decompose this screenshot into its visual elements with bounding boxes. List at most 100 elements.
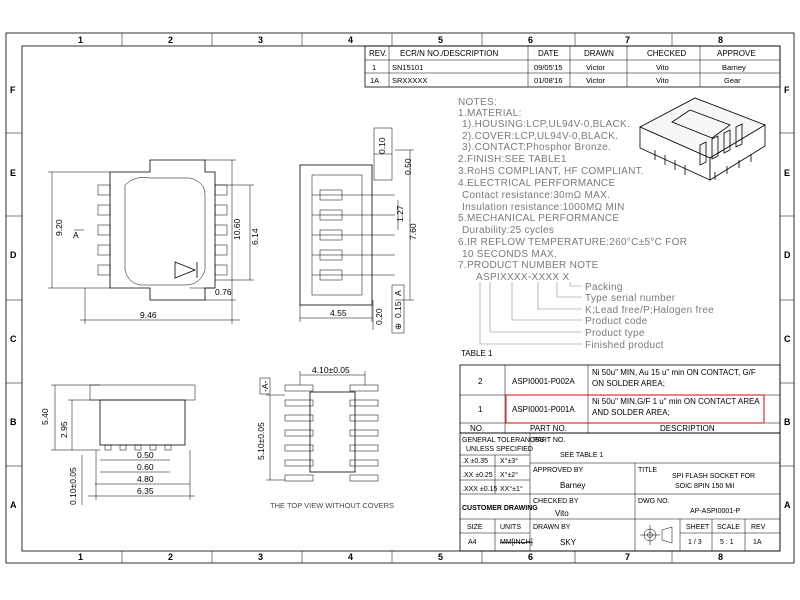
svg-text:2.FINISH:SEE TABLE1: 2.FINISH:SEE TABLE1 [458, 154, 567, 165]
svg-text:10 SECONDS MAX.: 10 SECONDS MAX. [462, 249, 557, 260]
dim-lp-h: 5.10±0.05 [256, 422, 266, 460]
svg-text:Finished product: Finished product [585, 340, 664, 351]
table1-title: TABLE 1 [461, 349, 493, 358]
dim-lp-w: 4.10±0.05 [312, 365, 350, 375]
svg-text:1.MATERIAL:: 1.MATERIAL: [458, 108, 522, 119]
land-pattern-caption: THE TOP VIEW WITHOUT COVERS [270, 501, 394, 510]
svg-text:4: 4 [348, 552, 353, 562]
dim-top-h2: 6.14 [250, 228, 260, 245]
svg-text:.XX ±0.25: .XX ±0.25 [462, 472, 493, 479]
svg-text:Gear: Gear [724, 76, 741, 85]
svg-text:DRAWN BY: DRAWN BY [533, 524, 571, 531]
svg-text:NOTES:: NOTES: [458, 97, 497, 108]
dim-top-h1: 9.20 [54, 219, 64, 236]
svg-text:D: D [10, 250, 17, 260]
svg-text:3.RoHS COMPLIANT, HF COMPLIANT: 3.RoHS COMPLIANT, HF COMPLIANT. [458, 166, 644, 177]
svg-text:B: B [10, 417, 17, 427]
svg-text:MM[INCH]: MM[INCH] [500, 539, 533, 546]
front-view: 5.40 2.95 0.50 0.60 4.80 6.35 0.10±0.05 [40, 384, 196, 505]
svg-text:K;Lead free/P;Halogen free: K;Lead free/P;Halogen free [585, 305, 714, 316]
svg-text:SN15101: SN15101 [392, 63, 423, 72]
svg-text:1: 1 [78, 35, 83, 45]
svg-text:A: A [10, 500, 17, 510]
svg-text:1: 1 [478, 405, 483, 414]
svg-text:Vito: Vito [656, 63, 669, 72]
title-block: GENERAL TOLERANCES UNLESS SPECIFIED .X ±… [459, 432, 781, 552]
svg-text:09/05'15: 09/05'15 [534, 63, 563, 72]
svg-text:5.MECHANICAL PERFORMANCE: 5.MECHANICAL PERFORMANCE [458, 213, 619, 224]
dim-front-w2: 0.60 [137, 462, 154, 472]
svg-text:UNLESS SPECIFIED: UNLESS SPECIFIED [466, 446, 533, 453]
dim-front-h2: 2.95 [59, 421, 69, 438]
flatness-callout: 0.10 [377, 137, 387, 154]
dim-side-pitch: 1.27 [395, 205, 405, 222]
land-pattern-view: 4.10±0.05 5.10±0.05 -A- THE TOP VIEW WIT… [256, 365, 394, 510]
position-tolerance-frame [391, 284, 405, 334]
svg-text:D: D [784, 250, 791, 260]
land-pattern-pads [284, 384, 379, 482]
table-1: TABLE 1 2 ASPI0001-P002A Ni 50u" MIN, Au… [459, 349, 781, 434]
svg-text:3).CONTACT:Phosphor Bronze.: 3).CONTACT:Phosphor Bronze. [462, 142, 611, 153]
svg-text:6: 6 [528, 552, 533, 562]
svg-text:F: F [10, 85, 16, 95]
svg-text:1).HOUSING:LCP,UL94V-0,BLACK.: 1).HOUSING:LCP,UL94V-0,BLACK. [462, 119, 630, 130]
svg-text:.XXX ±0.15: .XXX ±0.15 [462, 486, 497, 493]
svg-text:C: C [784, 334, 791, 344]
svg-text:1: 1 [78, 552, 83, 562]
rev-header-checked: CHECKED [647, 49, 686, 58]
dim-side-small: 0.20 [374, 308, 384, 325]
svg-text:6.IR REFLOW TEMPERATURE:260°C±: 6.IR REFLOW TEMPERATURE:260°C±5°C FOR [458, 237, 687, 248]
notes-block: NOTES: 1.MATERIAL: 1).HOUSING:LCP,UL94V-… [458, 97, 714, 351]
front-view-pins [104, 444, 172, 451]
column-labels-top: 1 2 3 4 5 6 7 8 [78, 35, 723, 45]
rev-header-desc: ECR/N NO./DESCRIPTION [400, 49, 498, 58]
svg-text:8: 8 [718, 35, 723, 45]
rev-header-date: DATE [538, 49, 559, 58]
svg-text:SKY: SKY [560, 538, 577, 547]
svg-text:1: 1 [372, 63, 376, 72]
side-view-contacts [312, 189, 395, 281]
svg-text:B: B [784, 417, 791, 427]
table1-header-no: NO. [470, 424, 484, 433]
svg-text:ON SOLDER AREA;: ON SOLDER AREA; [592, 379, 665, 388]
rev-header-approve: APPROVE [717, 49, 756, 58]
svg-text:5 : 1: 5 : 1 [720, 539, 734, 546]
svg-text:E: E [784, 168, 790, 178]
table1-highlight [505, 394, 765, 424]
svg-text:DWG NO.: DWG NO. [638, 498, 670, 505]
svg-text:SOIC 8PIN 150 Mil: SOIC 8PIN 150 Mil [675, 483, 735, 490]
svg-text:X°±3°: X°±3° [500, 457, 518, 465]
dim-top-w: 9.46 [140, 310, 157, 320]
svg-text:AP-ASPI0001-P: AP-ASPI0001-P [690, 508, 741, 515]
svg-text:1A: 1A [370, 76, 379, 85]
revision-table: REV. ECR/N NO./DESCRIPTION DATE DRAWN CH… [364, 45, 781, 88]
dim-top-h3: 10.60 [232, 218, 242, 240]
dim-side-tol: 0.50 [403, 158, 413, 175]
dim-side-h: 7.60 [408, 223, 418, 240]
svg-text:A: A [784, 500, 791, 510]
top-view-pins [97, 184, 228, 276]
svg-text:UNITS: UNITS [500, 524, 521, 531]
svg-text:1 / 3: 1 / 3 [688, 539, 702, 546]
zone-ticks [6, 33, 794, 563]
svg-text:4.ELECTRICAL PERFORMANCE: 4.ELECTRICAL PERFORMANCE [458, 178, 615, 189]
svg-text:2: 2 [168, 552, 173, 562]
svg-text:-A-: -A- [260, 381, 270, 393]
svg-text:5: 5 [438, 552, 443, 562]
svg-text:Packing: Packing [585, 282, 623, 293]
part-code-leaders [479, 282, 582, 345]
dim-top-side: 0.76 [215, 287, 232, 297]
svg-text:A: A [393, 290, 403, 296]
svg-text:REV: REV [751, 524, 766, 531]
svg-text:C: C [10, 334, 17, 344]
front-view-dim-lines [51, 384, 195, 505]
svg-text:3: 3 [258, 552, 263, 562]
svg-text:5: 5 [438, 35, 443, 45]
dim-front-h1: 5.40 [40, 408, 50, 425]
svg-text:XX°±1°: XX°±1° [500, 485, 523, 493]
dim-front-w3: 4.80 [137, 474, 154, 484]
svg-text:E: E [10, 168, 16, 178]
svg-text:A4: A4 [468, 539, 477, 546]
svg-text:Vito: Vito [656, 76, 669, 85]
